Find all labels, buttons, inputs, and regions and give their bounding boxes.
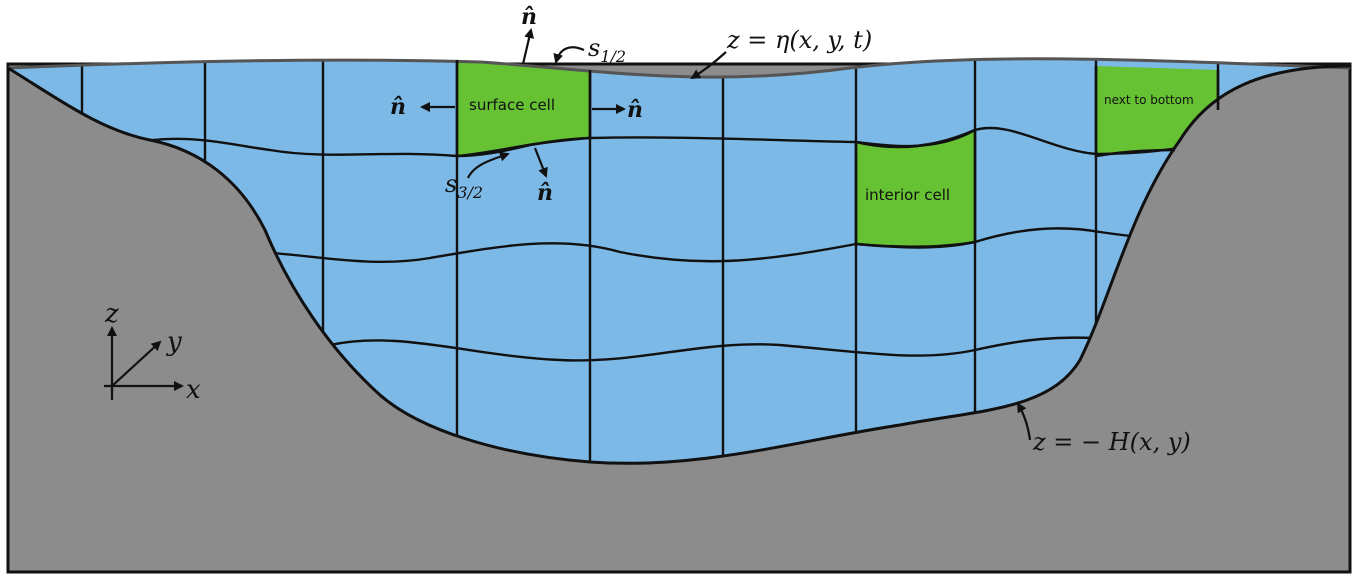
- normal-label-right: n̂: [627, 97, 643, 123]
- bottom-equation: z = − H(x, y): [1032, 428, 1191, 456]
- coordinate-axes: z y x: [104, 299, 201, 405]
- free-surface-pointer: [690, 51, 727, 80]
- interior-cell-fill: [856, 130, 975, 247]
- surface-cell-label: surface cell: [469, 96, 555, 114]
- z-axis-label: z: [104, 299, 119, 329]
- s-half-label: s1/2: [588, 34, 626, 66]
- surface-cell-fill: [457, 60, 590, 156]
- free-surface-equation: z = η(x, y, t): [726, 26, 872, 54]
- y-axis-arrow: [111, 340, 162, 387]
- s-three-half-label: s3/2: [445, 170, 483, 202]
- x-axis-label: x: [186, 375, 201, 405]
- surface-cell-outline: [455, 60, 592, 158]
- next-to-bottom-cell-outline: [1094, 66, 1220, 158]
- highlighted-cells: [457, 60, 1218, 247]
- interior-cell-outline: [854, 128, 977, 249]
- free-surface-line: [7, 57, 1351, 79]
- normal-arrow-bottom: [533, 147, 548, 178]
- normal-arrow-top: [521, 28, 535, 65]
- next-to-bottom-label: next to bottom: [1104, 93, 1194, 107]
- bottom-pointer: [1016, 402, 1032, 441]
- interior-cell-label: interior cell: [865, 186, 950, 204]
- s-three-half-pointer: [467, 151, 510, 179]
- normal-label-top: n̂: [521, 4, 537, 30]
- bottom-topography-line: [7, 64, 1351, 465]
- s-half-pointer: [553, 46, 585, 64]
- y-axis-label: y: [166, 327, 182, 357]
- normal-label-bottom: n̂: [537, 180, 553, 206]
- normal-label-left: n̂: [390, 94, 406, 120]
